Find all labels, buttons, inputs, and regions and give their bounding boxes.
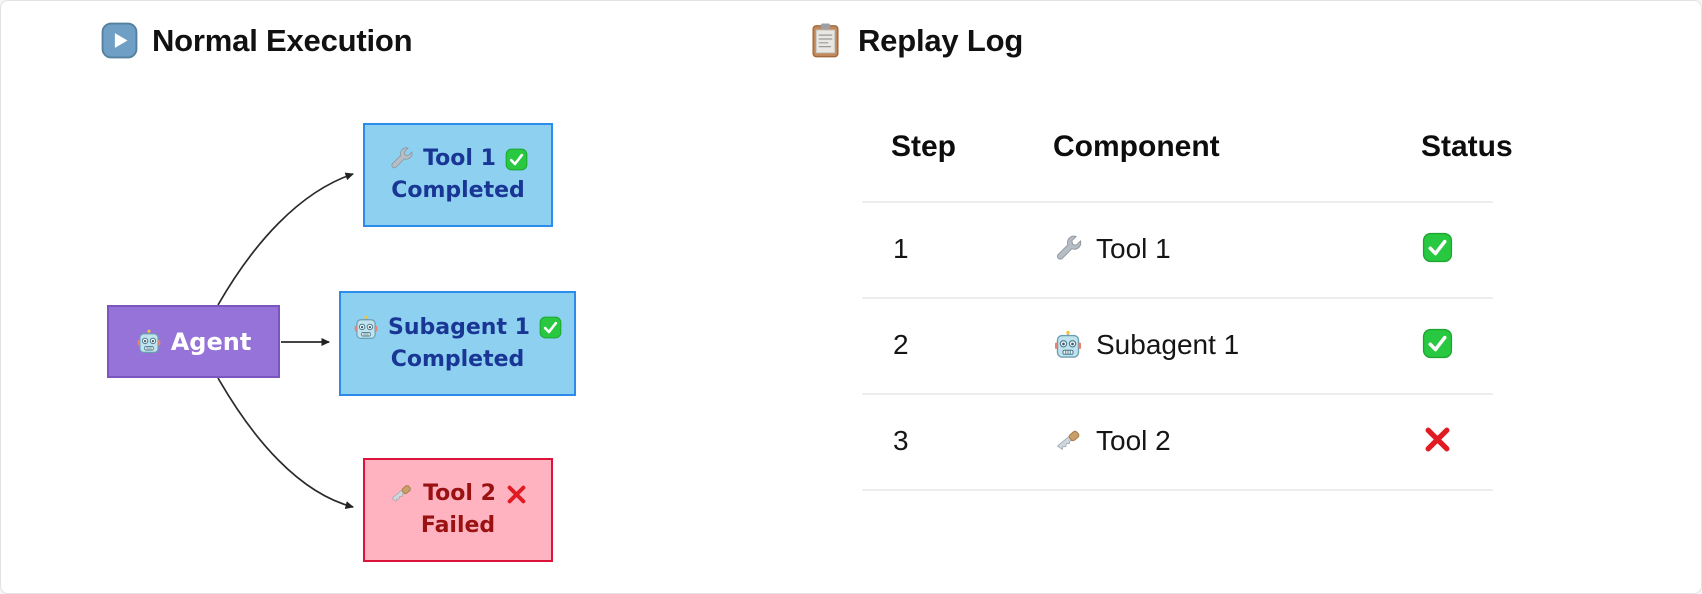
clipboard-icon <box>807 22 844 59</box>
check-icon <box>1422 232 1453 263</box>
step-cell: 2 <box>893 329 909 360</box>
component-cell-label: Tool 1 <box>1096 233 1171 264</box>
tool2-node-label: Tool 2 <box>423 481 496 506</box>
column-header-step: Step <box>891 130 957 163</box>
robot-icon <box>136 329 162 355</box>
component-cell: Tool 1 <box>1053 231 1171 267</box>
agent-node-label: Agent <box>170 327 252 356</box>
play-icon <box>101 22 138 59</box>
wrench-icon <box>1053 234 1083 264</box>
subagent1-node-label: Subagent 1 <box>388 314 530 340</box>
component-cell: Tool 2 <box>1053 423 1171 459</box>
component-cell-label: Subagent 1 <box>1096 329 1240 360</box>
check-icon <box>1422 328 1453 359</box>
step-cell: 3 <box>893 425 909 456</box>
saw-icon <box>1053 426 1083 456</box>
robot-icon <box>1053 330 1083 360</box>
edge-agent-to-tool1 <box>217 172 354 306</box>
table-divider <box>862 201 1493 203</box>
robot-icon <box>353 315 379 341</box>
diagram-edges <box>217 172 354 509</box>
saw-icon <box>388 481 414 507</box>
tool1-node-label: Tool 1 <box>423 146 496 171</box>
normal-execution-title-label: Normal Execution <box>152 22 413 58</box>
replay-log-title-label: Replay Log <box>858 22 1024 58</box>
subagent1-node-status: Completed <box>390 346 525 372</box>
cross-icon <box>1422 424 1453 455</box>
tool1-node: Tool 1 Completed <box>363 123 553 227</box>
edge-agent-to-tool2 <box>217 377 354 509</box>
wrench-icon <box>388 146 414 172</box>
step-cell: 1 <box>893 233 909 264</box>
table-divider <box>862 393 1493 395</box>
agent-node: Agent <box>107 305 280 378</box>
check-icon <box>505 148 528 171</box>
replay-log-title: Replay Log <box>807 22 1023 59</box>
column-header-status: Status <box>1421 130 1513 163</box>
tool2-node-status: Failed <box>420 513 496 538</box>
cross-icon <box>505 483 528 506</box>
subagent1-node: Subagent 1 Completed <box>339 291 576 396</box>
table-divider <box>862 489 1493 491</box>
normal-execution-title: Normal Execution <box>101 22 413 59</box>
table-divider <box>862 297 1493 299</box>
tool2-node: Tool 2 Failed <box>363 458 553 562</box>
component-cell-label: Tool 2 <box>1096 425 1171 456</box>
column-header-component: Component <box>1053 130 1220 163</box>
component-cell: Subagent 1 <box>1053 327 1239 363</box>
check-icon <box>539 316 562 339</box>
tool1-node-status: Completed <box>391 178 525 203</box>
